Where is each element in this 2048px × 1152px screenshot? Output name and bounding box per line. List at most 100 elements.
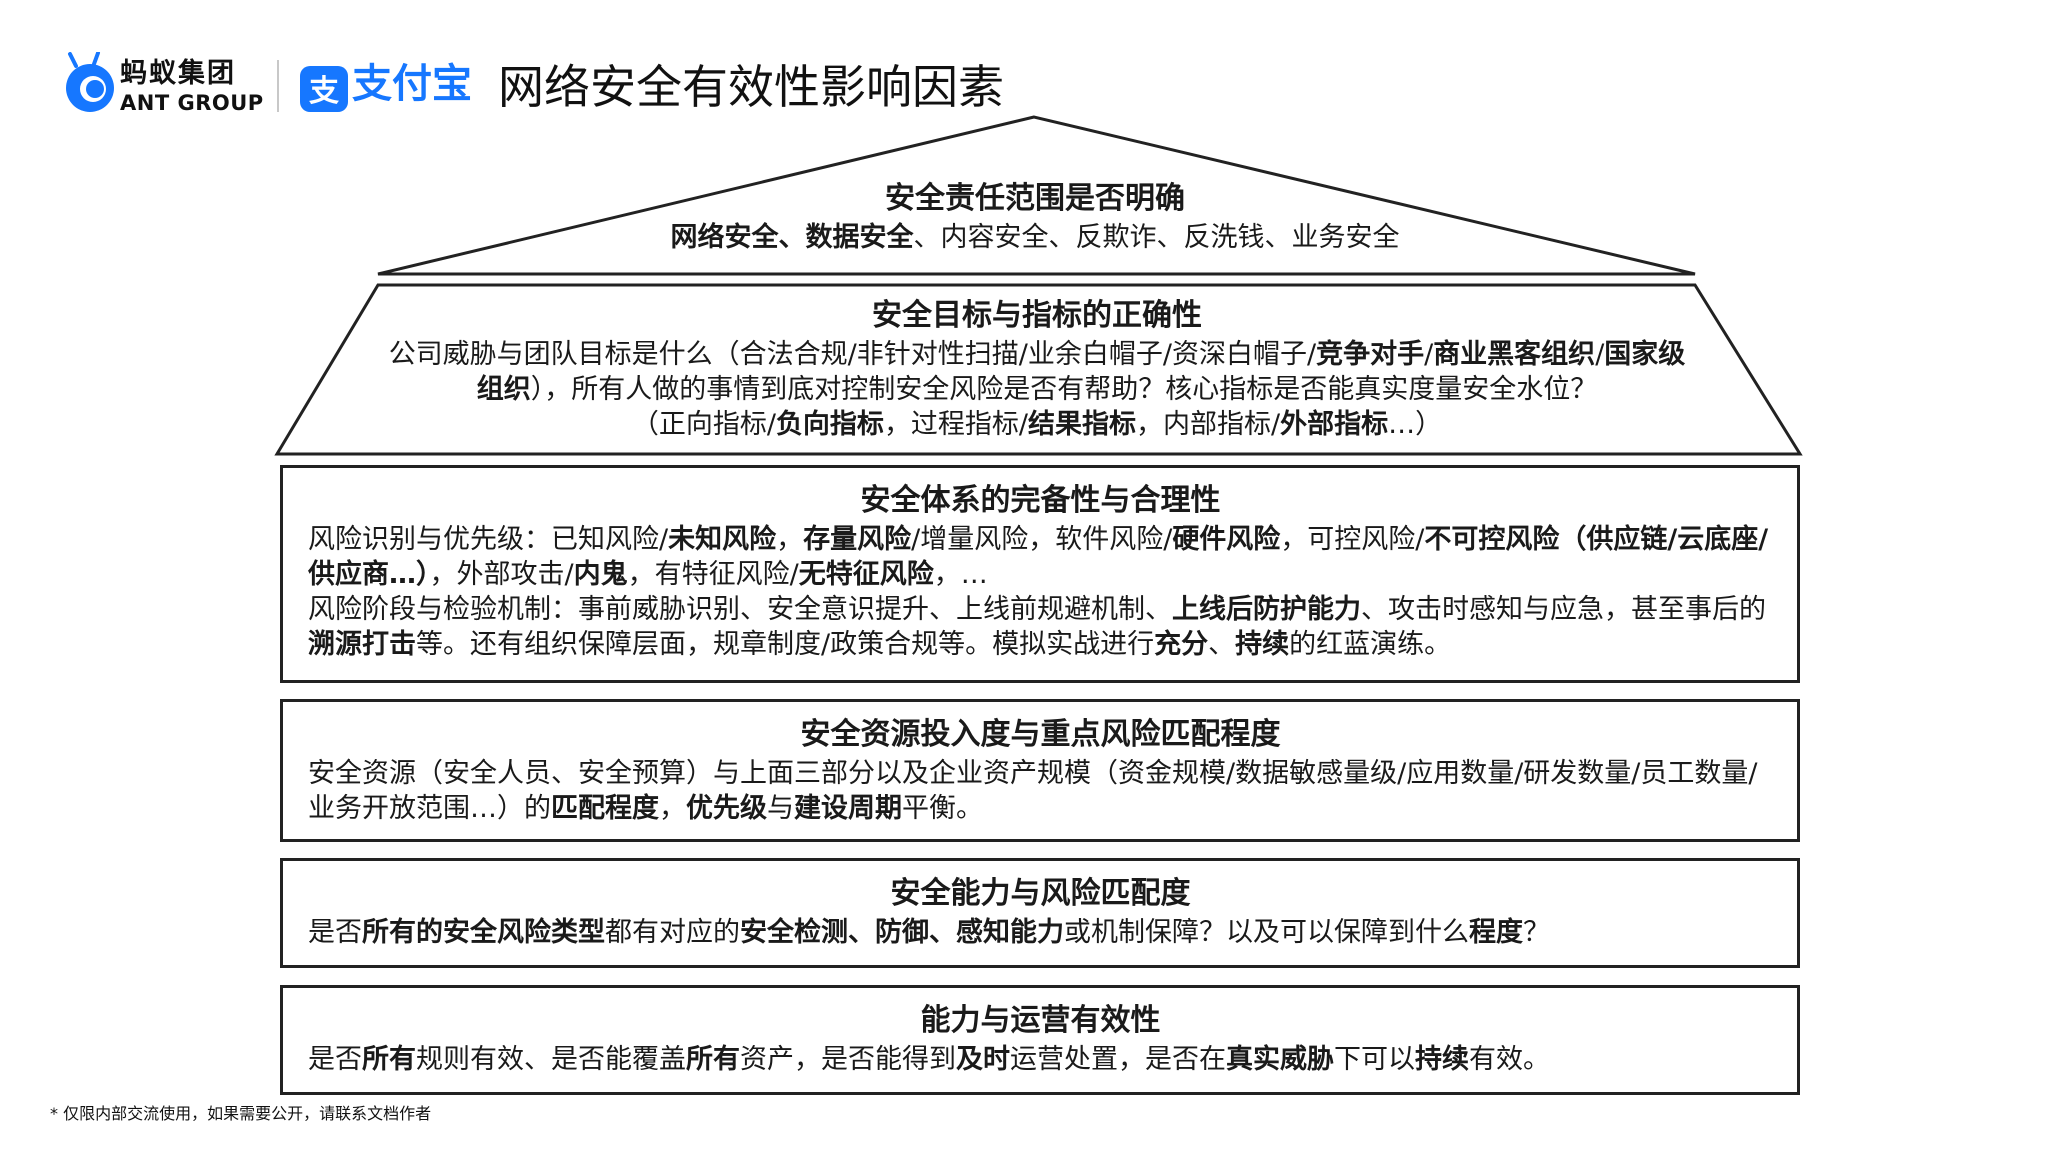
alipay-logo-icon: 支 <box>300 66 348 112</box>
roof-triangle <box>377 115 1696 276</box>
text: 或机制保障？以及可以保障到什么 <box>1064 916 1469 948</box>
text: 等。还有组织保障层面，规章制度/政策合规等。模拟实战进行 <box>416 628 1155 660</box>
emphasis: 未知风险 <box>668 523 777 555</box>
text: 资产，是否能得到 <box>740 1043 956 1075</box>
layer-title: 能力与运营有效性 <box>920 1003 1161 1038</box>
text: ，… <box>933 558 988 590</box>
ant-group-cn: 蚂蚁集团 <box>120 58 236 89</box>
emphasis: 真实威胁 <box>1226 1043 1334 1075</box>
layer-title: 安全体系的完备性与合理性 <box>860 483 1221 518</box>
text: 是否 <box>308 916 362 948</box>
layer-resource-investment: 安全资源投入度与重点风险匹配程度 安全资源（安全人员、安全预算）与上面三部分以及… <box>308 716 1773 826</box>
emphasis: 上线后防护能力 <box>1172 593 1361 625</box>
layer-operation-effectiveness: 能力与运营有效性 是否所有规则有效、是否能覆盖所有资产，是否能得到及时运营处置，… <box>308 1002 1773 1077</box>
emphasis: 无特征风险 <box>798 558 934 590</box>
layer-title: 安全资源投入度与重点风险匹配程度 <box>800 717 1281 752</box>
emphasis: 网络安全 <box>670 221 779 253</box>
emphasis: 负向指标 <box>775 408 884 440</box>
text: 规则有效、是否能覆盖 <box>416 1043 686 1075</box>
emphasis: 内鬼 <box>573 558 628 590</box>
emphasis: 存量风险 <box>803 523 912 555</box>
emphasis: 国家级组织 <box>476 338 1686 405</box>
text: （正向指标/ <box>631 408 776 440</box>
text: 安全资源（安全人员、安全预算）与上面三部分以及企业资产规模（资金规模/数据敏感量… <box>308 757 1758 824</box>
text: 的红蓝演练。 <box>1289 628 1452 660</box>
text: ，外部攻击/ <box>429 558 574 590</box>
emphasis: 充分 <box>1154 628 1209 660</box>
upper-trapezoid <box>274 283 1803 456</box>
layer-body: 公司威胁与团队目标是什么（合法合规/非针对性扫描/业余白帽子/资深白帽子/竞争对… <box>382 337 1692 442</box>
page-title: 网络安全有效性影响因素 <box>498 60 1004 114</box>
layer-goals-metrics: 安全目标与指标的正确性 公司威胁与团队目标是什么（合法合规/非针对性扫描/业余白… <box>382 297 1692 442</box>
layer-system-completeness: 安全体系的完备性与合理性 风险识别与优先级：已知风险/未知风险，存量风险/增量风… <box>308 482 1773 662</box>
text: 与 <box>767 792 794 824</box>
emphasis: 所有的安全风险类型 <box>362 916 605 948</box>
layer-rect-1 <box>280 465 1800 683</box>
emphasis: 外部指标 <box>1280 408 1389 440</box>
text: / <box>1424 338 1434 370</box>
text: 都有对应的 <box>605 916 740 948</box>
text: ？ <box>1523 916 1550 948</box>
layer-title: 安全能力与风险匹配度 <box>890 876 1191 911</box>
layer-rect-4 <box>280 985 1800 1095</box>
emphasis: 所有 <box>686 1043 740 1075</box>
text: ，过程指标/ <box>883 408 1029 440</box>
emphasis: 结果指标 <box>1028 408 1137 440</box>
layer-responsibility-scope: 安全责任范围是否明确 网络安全、数据安全、内容安全、反欺诈、反洗钱、业务安全 <box>500 180 1570 255</box>
emphasis: 优先级 <box>686 792 767 824</box>
layer-body-risk-identification: 风险识别与优先级：已知风险/未知风险，存量风险/增量风险，软件风险/硬件风险，可… <box>308 522 1773 592</box>
emphasis: 所有 <box>362 1043 416 1075</box>
text: /增量风险，软件风险/ <box>911 523 1173 555</box>
text: 平衡。 <box>902 792 983 824</box>
emphasis: 不可控风险（供应链/云底座/供应商…） <box>308 523 1769 590</box>
text: ，有特征风险/ <box>627 558 799 590</box>
emphasis: 竞争对手 <box>1316 338 1425 370</box>
ant-group-wordmark: 蚂蚁集团 ANT GROUP <box>120 60 264 114</box>
emphasis: 持续 <box>1235 628 1290 660</box>
text: 运营处置，是否在 <box>1010 1043 1226 1075</box>
text: ， <box>659 792 686 824</box>
text: ， <box>776 523 804 555</box>
footnote: * 仅限内部交流使用，如果需要公开，请联系文档作者 <box>50 1104 432 1123</box>
emphasis: 匹配程度 <box>551 792 659 824</box>
emphasis: 溯源打击 <box>308 628 416 660</box>
alipay-wordmark: 支付宝 <box>352 61 472 107</box>
emphasis: 硬件风险 <box>1172 523 1281 555</box>
text: ，可控风险/ <box>1280 523 1425 555</box>
layer-body: 网络安全、数据安全、内容安全、反欺诈、反洗钱、业务安全 <box>500 220 1570 255</box>
text: 风险识别与优先级：已知风险/ <box>308 523 669 555</box>
layer-body-risk-stages: 风险阶段与检验机制：事前威胁识别、安全意识提升、上线前规避机制、上线后防护能力、… <box>308 592 1773 662</box>
emphasis: 程度 <box>1469 916 1523 948</box>
text: 公司威胁与团队目标是什么（合法合规/非针对性扫描/业余白帽子/资深白帽子/ <box>388 338 1317 370</box>
text: ），所有人做的事情到底对控制安全风险是否有帮助？核心指标是否能真实度量安全水位？ <box>530 373 1598 405</box>
emphasis: 、 <box>778 221 806 253</box>
text: 风险阶段与检验机制：事前威胁识别、安全意识提升、上线前规避机制、 <box>308 593 1172 625</box>
text: 、 <box>1208 628 1236 660</box>
layer-title: 安全责任范围是否明确 <box>885 181 1185 216</box>
text: 、内容安全、反欺诈、反洗钱、业务安全 <box>913 221 1400 253</box>
text: …） <box>1388 408 1443 440</box>
logo-divider <box>277 60 279 112</box>
emphasis: 持续 <box>1415 1043 1469 1075</box>
emphasis: 及时 <box>956 1043 1010 1075</box>
text: 、攻击时感知与应急，甚至事后的 <box>1361 593 1766 625</box>
ant-group-en: ANT GROUP <box>120 91 264 115</box>
layer-title: 安全目标与指标的正确性 <box>872 298 1202 333</box>
svg-text:支: 支 <box>309 74 339 109</box>
layer-body: 是否所有的安全风险类型都有对应的安全检测、防御、感知能力或机制保障？以及可以保障… <box>308 915 1773 950</box>
text: 有效。 <box>1469 1043 1550 1075</box>
emphasis: 商业黑客组织 <box>1433 338 1596 370</box>
emphasis: 数据安全 <box>805 221 914 253</box>
layer-body: 是否所有规则有效、是否能覆盖所有资产，是否能得到及时运营处置，是否在真实威胁下可… <box>308 1042 1773 1077</box>
text: ，内部指标/ <box>1136 408 1281 440</box>
layer-rect-3 <box>280 858 1800 968</box>
layer-capability-risk-match: 安全能力与风险匹配度 是否所有的安全风险类型都有对应的安全检测、防御、感知能力或… <box>308 875 1773 950</box>
text: 是否 <box>308 1043 362 1075</box>
layer-body: 安全资源（安全人员、安全预算）与上面三部分以及企业资产规模（资金规模/数据敏感量… <box>308 756 1773 826</box>
ant-group-logo-icon <box>66 52 114 112</box>
text: / <box>1595 338 1605 370</box>
layer-rect-2 <box>280 699 1800 842</box>
emphasis: 建设周期 <box>794 792 902 824</box>
emphasis: 安全检测、防御、感知能力 <box>740 916 1064 948</box>
